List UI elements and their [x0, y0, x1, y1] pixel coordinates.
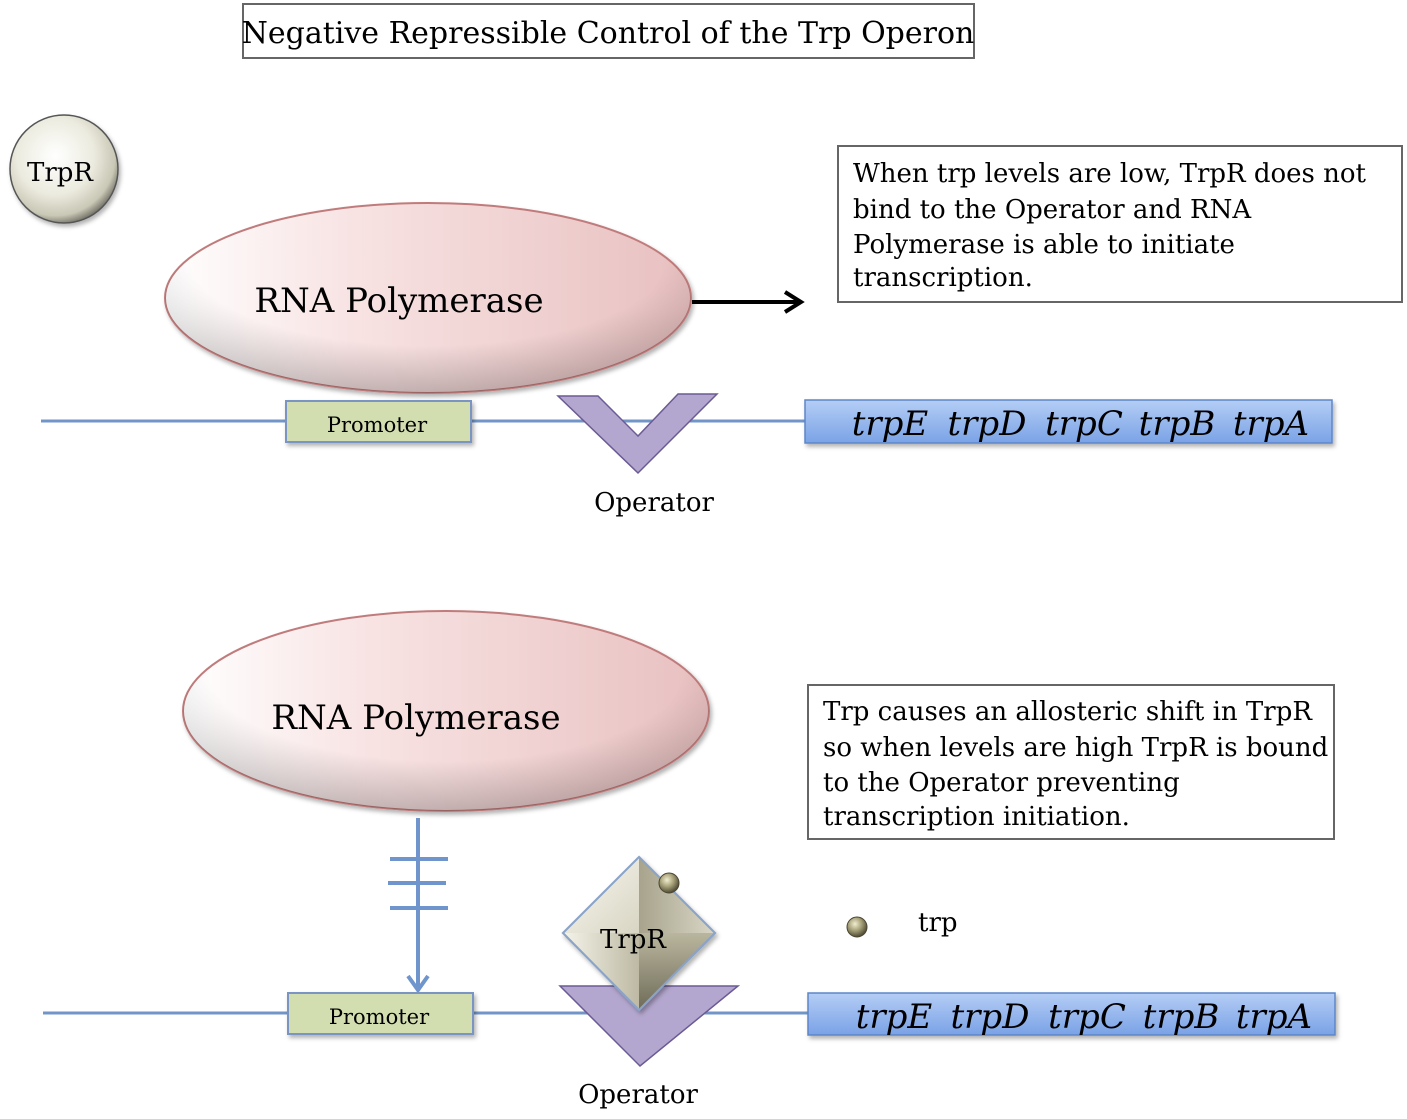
bound-trp-molecule-icon	[658, 872, 680, 894]
promoter-top	[285, 400, 472, 443]
note-bottom-line-3: to the Operator preventing	[823, 768, 1180, 798]
bottom-panel: RNA Polymerase Promoter Operator TrpR	[43, 610, 1336, 1110]
gene-trpB: trpB	[1139, 404, 1216, 444]
bound-trpr-label: TrpR	[600, 925, 667, 955]
bound-trpr-repressor	[561, 855, 717, 1012]
title-box: Negative Repressible Control of the Trp …	[242, 3, 975, 59]
free-trpr-repressor	[9, 114, 119, 224]
gene-trpA: trpA	[1233, 404, 1309, 444]
rna-polymerase-bottom	[182, 610, 710, 812]
gene-trpC: trpC	[1045, 404, 1123, 444]
trp-legend: trp	[846, 908, 958, 938]
rna-polymerase-bottom-label: RNA Polymerase	[271, 698, 560, 738]
promoter-bottom	[287, 992, 474, 1035]
blocked-arrow-icon	[388, 818, 448, 994]
promoter-bottom-label: Promoter	[329, 1005, 430, 1029]
operator-top-label: Operator	[594, 488, 714, 518]
transcription-arrow-icon	[692, 290, 805, 314]
rna-polymerase-top	[164, 202, 692, 394]
gene-labels-top: trpE trpD trpC trpB trpA	[852, 404, 1309, 444]
note-box-top: When trp levels are low, TrpR does not b…	[837, 145, 1403, 303]
gene-trpC: trpC	[1048, 997, 1126, 1037]
operator-bottom-label: Operator	[578, 1080, 698, 1110]
note-top-line-2: bind to the Operator and RNA	[853, 195, 1252, 225]
trp-legend-label: trp	[918, 908, 958, 938]
gene-trpB: trpB	[1143, 997, 1220, 1037]
promoter-top-label: Promoter	[327, 413, 428, 437]
note-top-line-1: When trp levels are low, TrpR does not	[853, 159, 1367, 189]
note-top-line-4: transcription.	[853, 263, 1033, 293]
trpr-sphere-icon	[9, 114, 119, 224]
gene-trpD: trpD	[951, 997, 1030, 1037]
note-bottom-line-1: Trp causes an allosteric shift in TrpR	[823, 697, 1313, 727]
top-panel: TrpR RNA Polymerase Promoter Operator tr…	[9, 114, 1403, 518]
gene-trpE: trpE	[852, 404, 929, 444]
note-top-line-3: Polymerase is able to initiate	[853, 230, 1235, 260]
diagram-title: Negative Repressible Control of the Trp …	[242, 16, 975, 51]
trp-molecule-icon	[846, 916, 868, 938]
gene-trpE: trpE	[856, 997, 933, 1037]
note-box-bottom: Trp causes an allosteric shift in TrpR s…	[807, 684, 1335, 840]
operator-top-shape	[556, 393, 719, 475]
gene-block-bottom	[807, 992, 1336, 1036]
free-trpr-label: TrpR	[27, 158, 94, 188]
gene-labels-bottom: trpE trpD trpC trpB trpA	[856, 997, 1312, 1037]
gene-trpA: trpA	[1236, 997, 1312, 1037]
rna-polymerase-top-label: RNA Polymerase	[254, 281, 543, 321]
note-bottom-line-4: transcription initiation.	[823, 802, 1130, 832]
gene-block-top	[804, 399, 1333, 444]
gene-trpD: trpD	[948, 404, 1027, 444]
note-bottom-line-2: so when levels are high TrpR is bound	[823, 733, 1328, 763]
